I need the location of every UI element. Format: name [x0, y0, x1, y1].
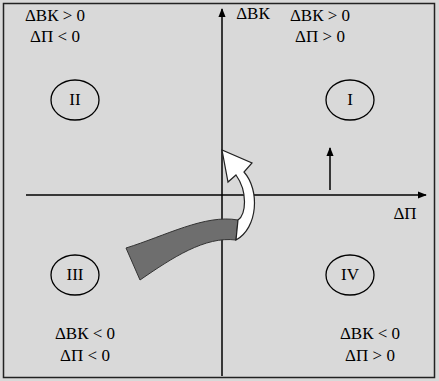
curved-arrow-head: [222, 150, 254, 240]
quadrant-condition: ΔП > 0: [295, 27, 345, 47]
circle-outline: [51, 255, 99, 295]
axis-label: ΔВК: [236, 4, 270, 24]
horizontal-axis: [26, 194, 426, 196]
quadrant-condition: ΔВК > 0: [290, 6, 350, 26]
quadrant-condition: ΔП > 0: [345, 346, 395, 366]
vertical-axis: [221, 9, 223, 376]
quadrant-circle: III: [50, 254, 100, 296]
circle-outline: [51, 80, 99, 120]
axis-label: ΔП: [393, 204, 416, 224]
quadrant-circle: IV: [325, 254, 375, 296]
roman-numeral: II: [50, 90, 100, 110]
quadrant-circle: I: [325, 79, 375, 121]
curved-arrow-tail: [126, 219, 238, 280]
quadrant-condition: ΔВК > 0: [25, 6, 85, 26]
quadrant-condition: ΔП < 0: [60, 346, 110, 366]
shift-arrow: [329, 148, 331, 190]
roman-numeral: IV: [325, 265, 375, 285]
roman-numeral: III: [50, 265, 100, 285]
circle-outline: [326, 80, 374, 120]
quadrant-condition: ΔП < 0: [30, 27, 80, 47]
frame: [4, 4, 435, 378]
quadrant-circle: II: [50, 79, 100, 121]
circle-outline: [326, 255, 374, 295]
quadrant-condition: ΔВК < 0: [55, 324, 115, 344]
quadrant-condition: ΔВК < 0: [340, 324, 400, 344]
roman-numeral: I: [325, 90, 375, 110]
